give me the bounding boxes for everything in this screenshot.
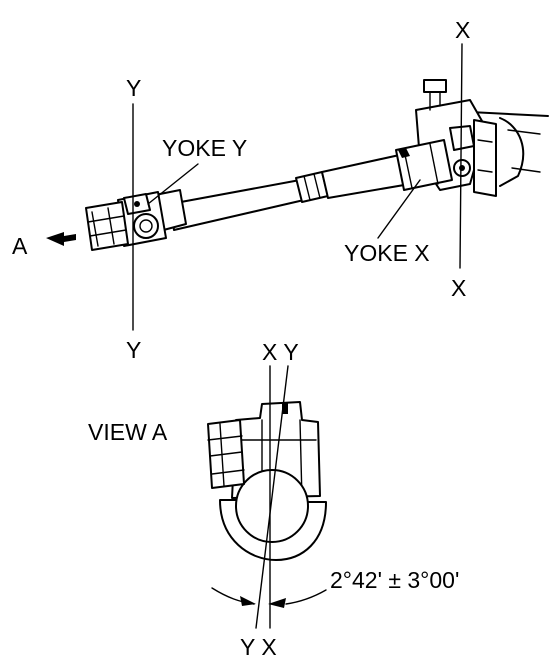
yoke-y-leader (147, 163, 199, 205)
yoke-y-label: YOKE Y (162, 135, 247, 161)
view-a-label: VIEW A (88, 419, 168, 445)
axis-x-top-label: X (455, 17, 470, 43)
xy-top-label: X Y (262, 339, 299, 365)
view-a-arrow: A (12, 232, 76, 259)
angle-indicator (211, 587, 327, 608)
axis-x-line: X X (451, 17, 470, 301)
angle-spec-label: 2°42' ± 3°00' (330, 567, 459, 593)
yx-bottom-label: Y X (240, 634, 277, 660)
view-a-y-axis (255, 365, 289, 629)
axis-x-bottom-label: X (451, 275, 466, 301)
steering-shaft-assembly: Y Y X X YOKE Y YOKE X A (12, 17, 549, 363)
yoke-x-label: YOKE X (344, 240, 430, 266)
view-a-detail: VIEW A X Y Y X 2°42' ± 3°00 (88, 339, 459, 660)
arrow-a-label: A (12, 233, 28, 259)
axis-y-bottom-label: Y (126, 337, 141, 363)
yoke-x-leader (377, 179, 421, 239)
axis-y-top-label: Y (126, 75, 141, 101)
yoke-end-view (207, 401, 327, 561)
yoke-y-joint (85, 189, 187, 251)
axis-y-line: Y Y (126, 75, 141, 363)
intermediate-shaft (169, 139, 453, 231)
